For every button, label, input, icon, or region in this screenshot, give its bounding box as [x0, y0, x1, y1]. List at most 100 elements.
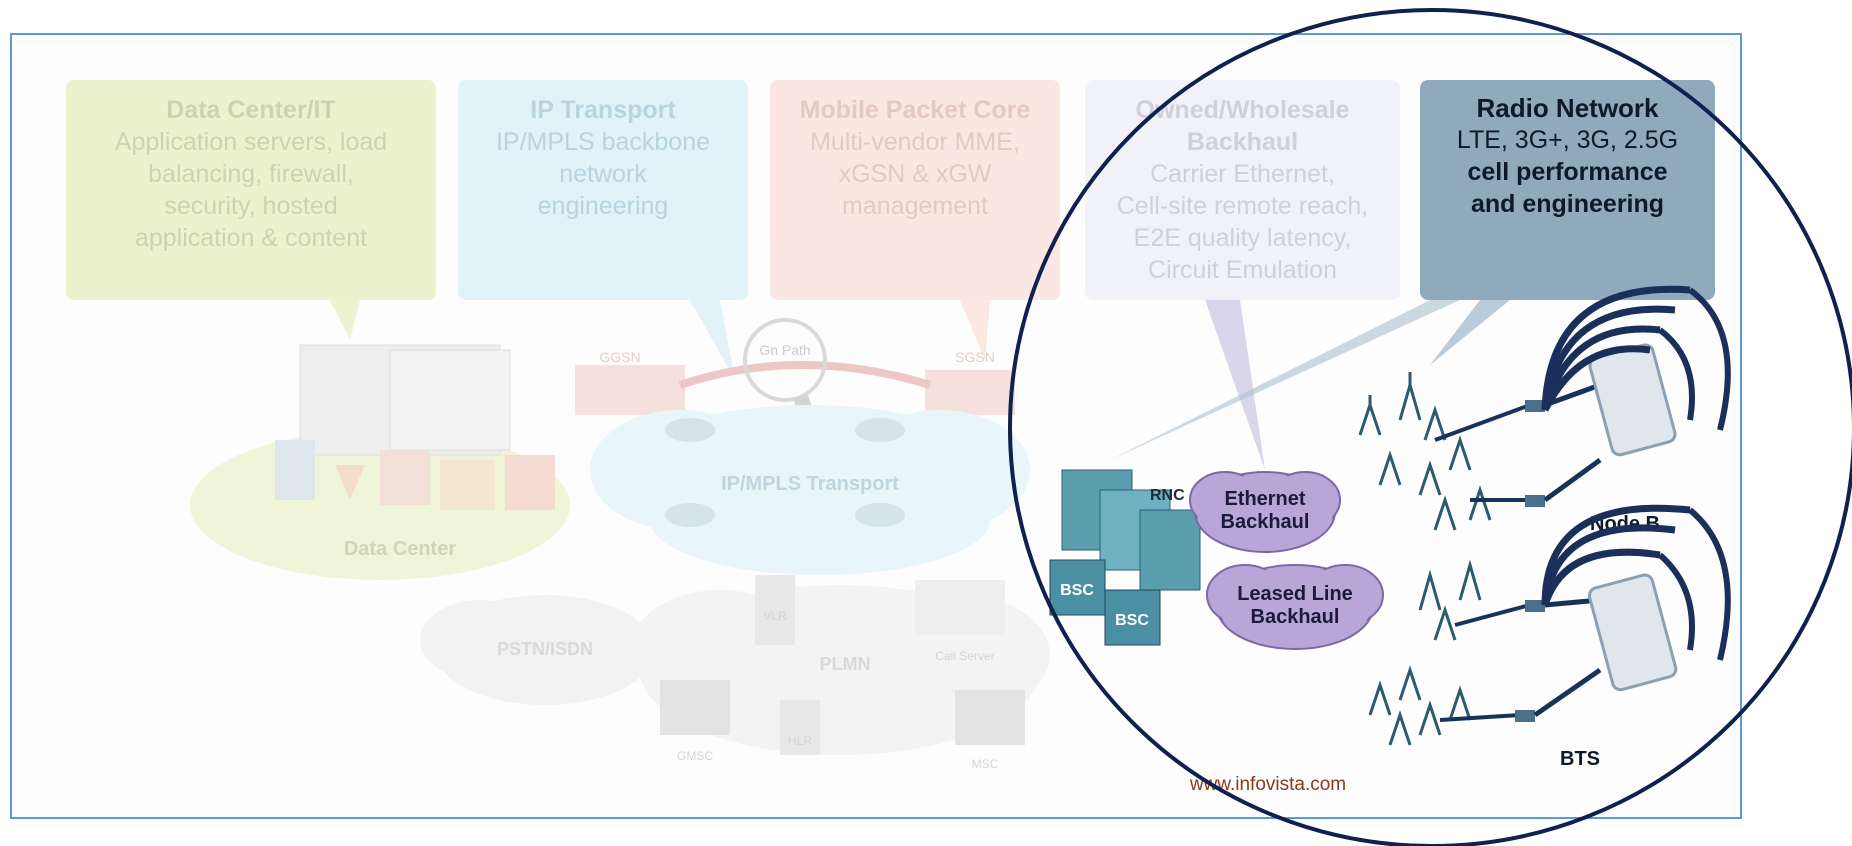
hlr-icon [780, 700, 820, 755]
box-ip-transport: IP Transport IP/MPLS backbone network en… [458, 80, 748, 300]
bts-label: BTS [1560, 748, 1600, 770]
router-icon [665, 503, 715, 527]
msc-icon [955, 690, 1025, 745]
gn-path-line [678, 361, 932, 389]
phone-icon [1588, 343, 1677, 457]
rnc-rack-icon [1139, 509, 1201, 591]
bsc-icon [1049, 559, 1106, 616]
signal-arcs-icon [1541, 504, 1691, 607]
leased-label-2: Backhaul [1251, 606, 1340, 628]
bsc-label-1: BSC [1060, 582, 1094, 599]
data-center-label: Data Center [344, 538, 456, 560]
highlight-circle [1008, 8, 1852, 846]
bts-link [1533, 667, 1602, 718]
ggsn-device [575, 365, 685, 415]
box-line: network [559, 160, 647, 188]
gmsc-icon [660, 680, 730, 735]
box-line: cell performance [1467, 158, 1668, 186]
box-line: xGSN & xGW [838, 160, 992, 188]
signal-arc [1688, 287, 1731, 431]
call-server-label: Call Server [935, 649, 994, 663]
hlr-label: HLR [788, 734, 812, 748]
rnc-label: RNC [1150, 487, 1185, 504]
antenna-icon [1515, 710, 1535, 722]
box-owned-wholesale-backhaul: Owned/Wholesale Backhaul Carrier Etherne… [1085, 80, 1400, 300]
magnifier-icon [743, 318, 827, 402]
node-b-towers [1358, 372, 1492, 531]
router-icon [855, 503, 905, 527]
radio-pointer-right [1430, 300, 1510, 365]
magnifier-handle [793, 394, 834, 470]
bts-towers [1368, 559, 1482, 746]
box-line: management [842, 192, 988, 220]
box-title: IP Transport [530, 96, 676, 124]
box-line: IP/MPLS backbone [495, 128, 710, 156]
bsc-label-2: BSC [1115, 612, 1149, 629]
vlr-label: VLR [763, 609, 787, 623]
leased-label-1: Leased Line [1237, 583, 1353, 605]
box-line: Circuit Emulation [1148, 256, 1337, 284]
website-label: www.infovista.com [1189, 774, 1346, 795]
pstn-label: PSTN/ISDN [497, 639, 593, 659]
box-mobile-packet-core: Mobile Packet Core Multi-vendor MME, xGS… [770, 80, 1060, 300]
box-radio-network: Radio Network LTE, 3G+, 3G, 2.5G cell pe… [1420, 80, 1715, 300]
server-icon [440, 460, 495, 510]
box-line: Cell-site remote reach, [1116, 192, 1369, 220]
bts-link [1454, 603, 1531, 627]
server-icon [275, 440, 315, 500]
ip-mpls-label: IP/MPLS Transport [721, 473, 899, 495]
gn-path-label: Gn Path [759, 342, 810, 358]
box-line: E2E quality latency, [1133, 224, 1352, 252]
signal-arc [1658, 552, 1695, 651]
antenna-icon [1525, 400, 1545, 412]
ethernet-label-1: Ethernet [1224, 488, 1305, 510]
node-b-link [1434, 403, 1531, 442]
pstn-cloud [420, 595, 655, 705]
box-title-2: Backhaul [1186, 128, 1299, 156]
box-line: LTE, 3G+, 3G, 2.5G [1456, 126, 1679, 154]
gmsc-label: GMSC [677, 749, 713, 763]
plmn-label: PLMN [820, 654, 871, 674]
node-b-link [1543, 457, 1602, 503]
box-title: Radio Network [1476, 93, 1659, 123]
box-line: Application servers, load [114, 128, 388, 156]
box-title: Mobile Packet Core [799, 96, 1031, 124]
box-line: balancing, firewall, [148, 160, 354, 188]
bsc-icon [1104, 589, 1161, 646]
backhaul-pointer [1205, 300, 1265, 470]
signal-arc [1658, 327, 1695, 421]
box-line: Multi-vendor MME, [810, 128, 1020, 156]
signal-arc [1688, 507, 1731, 661]
ip-mpls-cloud [590, 405, 1030, 575]
msc-label: MSC [972, 757, 999, 771]
cloud-fill [1219, 567, 1371, 647]
building-icon [299, 344, 501, 456]
server-icon [380, 450, 430, 505]
box-line: engineering [537, 192, 669, 220]
radio-pointer-left [1110, 300, 1460, 460]
phone-icon [1587, 573, 1678, 692]
cloud-fill [1197, 474, 1333, 550]
box-title: Data Center/IT [166, 96, 336, 124]
pointer [690, 300, 735, 380]
node-b-link [1544, 382, 1601, 408]
antenna-icon [1525, 495, 1545, 507]
box-line: Carrier Ethernet, [1150, 160, 1335, 188]
data-center-ellipse [190, 430, 570, 580]
bts-link [1439, 713, 1521, 722]
router-icon [855, 418, 905, 442]
sgsn-device [925, 370, 1015, 415]
vlr-icon [755, 575, 795, 645]
call-server-icon [915, 580, 1005, 635]
antenna-icon [1525, 600, 1545, 612]
server-icon [505, 455, 555, 510]
ethernet-label-2: Backhaul [1221, 511, 1310, 533]
ggsn-label: GGSN [599, 349, 640, 365]
box-line: application & content [134, 224, 368, 252]
pointer [330, 300, 360, 340]
router-icon [665, 418, 715, 442]
signal-arcs-icon [1541, 285, 1691, 412]
box-line: and engineering [1470, 190, 1665, 218]
box-line: security, hosted [164, 192, 338, 220]
